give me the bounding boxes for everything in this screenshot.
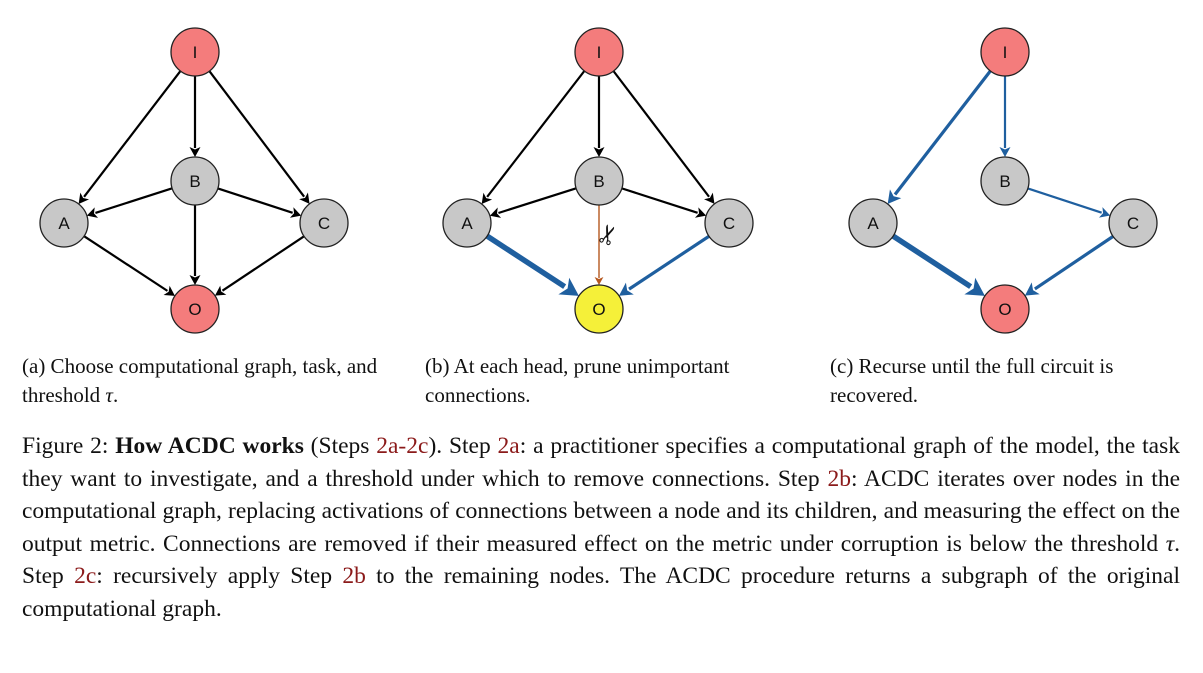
- node-C: C: [299, 198, 349, 248]
- node-O: O: [170, 284, 220, 334]
- node-label: I: [597, 43, 602, 62]
- node-label: B: [999, 172, 1010, 191]
- caption-text: : a practitioner specifies a computation…: [22, 433, 1181, 492]
- node-A: A: [848, 198, 898, 248]
- caption-text: to the remaining nodes. The ACDC procedu…: [22, 563, 1180, 622]
- node-label: C: [723, 214, 735, 233]
- subcaption-a-end: .: [112, 383, 119, 407]
- ref-2c-link[interactable]: 2c: [74, 563, 97, 589]
- edge-B-C: [621, 187, 707, 218]
- node-label: A: [58, 214, 70, 233]
- node-label: B: [189, 172, 200, 191]
- edge-B-C: [217, 187, 302, 218]
- node-label: C: [318, 214, 330, 233]
- node-O: O: [980, 284, 1030, 334]
- node-label: O: [592, 300, 605, 319]
- edge-I-A: [78, 70, 182, 204]
- edge-I-B: [189, 76, 201, 157]
- ref-2b-link[interactable]: 2b: [827, 465, 851, 492]
- subcaption-b-text: (b) At each head, prune unimpor­tant con…: [425, 354, 730, 407]
- caption-text: . Step: [22, 530, 1180, 590]
- edge-C-O: [619, 234, 710, 296]
- ref-2a-link[interactable]: 2a: [497, 433, 520, 459]
- subcaption-b: (b) At each head, prune unimpor­tant con…: [425, 352, 785, 410]
- edge-A-O: [891, 233, 985, 296]
- edge-I-A: [887, 70, 992, 205]
- graph-panel-c: I B A C O: [848, 27, 1158, 334]
- node-I: I: [574, 27, 624, 77]
- ref-2a-2c-link[interactable]: 2a-2c: [376, 433, 429, 459]
- caption-title: How ACDC works: [115, 433, 304, 459]
- edge-I-C: [612, 70, 715, 204]
- figure-graphs: I B A C O ✂ I B A C O I B A C O: [39, 27, 1158, 334]
- node-label: B: [593, 172, 604, 191]
- tau-symbol: τ: [105, 383, 113, 407]
- node-B: B: [170, 156, 220, 206]
- caption-text: ). Step: [428, 433, 498, 459]
- scissors-icon: ✂: [591, 220, 627, 251]
- node-A: A: [442, 198, 492, 248]
- edge-I-B: [593, 76, 605, 157]
- edge-C-O: [214, 235, 305, 296]
- node-B: B: [574, 156, 624, 206]
- caption-text: (Steps: [303, 433, 377, 459]
- subcaption-a: (a) Choose computational graph, task, an…: [22, 352, 392, 410]
- edge-B-O: [189, 205, 201, 285]
- subcaption-a-text: (a) Choose computational graph, task, an…: [22, 354, 378, 407]
- subcaption-c: (c) Recurse until the full circuit is re…: [830, 352, 1190, 410]
- node-I: I: [170, 27, 220, 77]
- edge-B-O-pruned: [594, 205, 604, 285]
- caption-text: : recursively apply Step: [96, 563, 343, 589]
- edge-A-O: [83, 235, 175, 296]
- node-C: C: [1108, 198, 1158, 248]
- node-label: O: [188, 300, 201, 319]
- node-label: A: [461, 214, 473, 233]
- edge-C-O: [1024, 235, 1114, 296]
- node-label: C: [1127, 214, 1139, 233]
- node-label: I: [1003, 43, 1008, 62]
- tau-symbol: τ: [1165, 530, 1175, 557]
- graph-panel-a: I B A C O: [39, 27, 349, 334]
- edge-B-A: [489, 187, 577, 218]
- node-O: O: [574, 284, 624, 334]
- edge-B-C: [1027, 187, 1111, 218]
- node-I: I: [980, 27, 1030, 77]
- caption-prefix: Figure 2:: [22, 433, 116, 459]
- node-label: A: [867, 214, 879, 233]
- node-A: A: [39, 198, 89, 248]
- caption-text: : ACDC iterates over nodes in the comput…: [22, 465, 1180, 557]
- ref-2b-link[interactable]: 2b: [342, 563, 366, 589]
- node-label: O: [998, 300, 1011, 319]
- edge-A-O: [485, 233, 579, 296]
- edge-I-A: [481, 70, 586, 205]
- figure-caption: Figure 2: How ACDC works (Steps 2a-2c). …: [22, 430, 1180, 625]
- node-C: C: [704, 198, 754, 248]
- edge-I-B: [999, 76, 1011, 157]
- edge-I-C: [208, 70, 310, 204]
- node-label: I: [193, 43, 198, 62]
- node-B: B: [980, 156, 1030, 206]
- edge-B-A: [86, 187, 173, 218]
- subcaption-c-text: (c) Recurse until the full circuit is re…: [830, 354, 1114, 407]
- graph-panel-b: ✂ I B A C O: [442, 27, 754, 334]
